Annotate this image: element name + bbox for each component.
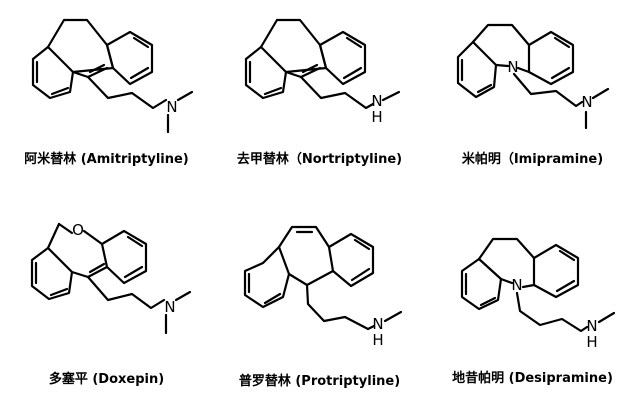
compound-protriptyline: N H 普罗替林 (Protriptyline): [213, 201, 426, 402]
compound-imipramine: N N 米帕明（Imipramine): [426, 0, 639, 201]
compound-nortriptyline: N H 去甲替林（Nortriptyline): [213, 0, 426, 201]
compound-desipramine: N N H 地昔帕明 (Desipramine): [426, 201, 639, 402]
caption-protriptyline: 普罗替林 (Protriptyline): [238, 374, 401, 389]
atom-n: N: [581, 93, 592, 111]
structure-desipramine: N N H: [460, 237, 616, 351]
caption-nortriptyline: 去甲替林（Nortriptyline): [236, 152, 403, 167]
atom-n: N: [372, 315, 383, 333]
caption-amitriptyline: 阿米替林 (Amitriptyline): [24, 152, 189, 167]
structure-doxepin: O N: [30, 221, 192, 335]
atom-ring-n: N: [507, 58, 518, 76]
compound-amitriptyline: N 阿米替林 (Amitriptyline): [0, 0, 213, 201]
atom-h: H: [586, 333, 597, 351]
caption-desipramine: 地昔帕明 (Desipramine): [452, 371, 613, 386]
atom-n: N: [371, 92, 382, 110]
structure-protriptyline: N H: [243, 225, 403, 349]
atom-h: H: [371, 108, 382, 126]
structure-nortriptyline: N H: [244, 18, 401, 126]
structure-imipramine: N N: [456, 23, 610, 130]
atom-o: O: [72, 221, 84, 239]
structure-amitriptyline: N: [31, 18, 194, 134]
atom-ring-n: N: [511, 276, 522, 294]
compound-doxepin: O N 多塞平 (Doxepin): [0, 201, 213, 402]
atom-n: N: [164, 298, 175, 316]
caption-doxepin: 多塞平 (Doxepin): [48, 372, 165, 387]
caption-imipramine: 米帕明（Imipramine): [461, 152, 604, 167]
atom-n: N: [586, 317, 597, 335]
atom-n: N: [166, 98, 177, 116]
atom-h: H: [372, 331, 383, 349]
